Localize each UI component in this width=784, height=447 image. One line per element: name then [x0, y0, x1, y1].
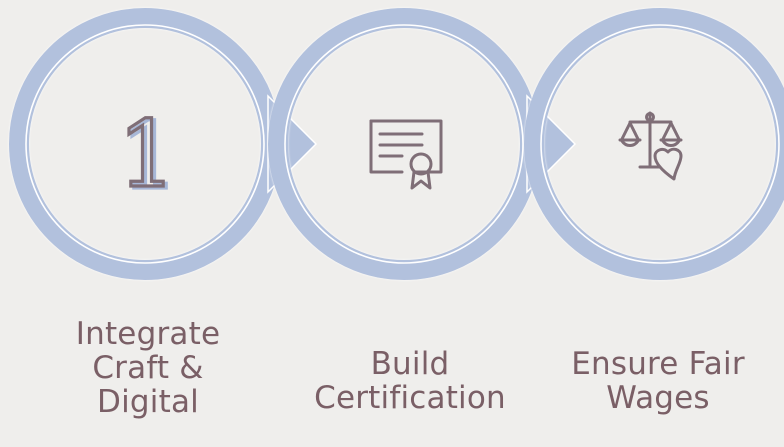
step-3-caption-line-2: Wages — [606, 380, 710, 416]
step-1-caption-line-1: Integrate — [75, 316, 221, 352]
scales-heart-icon — [618, 111, 683, 181]
step-2-caption-line-1: Build — [370, 346, 450, 382]
number-one-icon: 1 — [118, 101, 177, 208]
step-1-node: 1 — [9, 8, 281, 280]
step-2-ring-highlight — [284, 24, 524, 264]
step-2-caption: Build Certification — [287, 347, 533, 415]
step-2-caption-line-2: Certification — [314, 380, 506, 416]
step-1-ring-highlight — [25, 24, 265, 264]
step-1-caption-line-2: Craft & — [92, 350, 204, 386]
certificate-icon — [369, 119, 443, 190]
step-3-node — [524, 8, 784, 280]
step-1-caption: Integrate Craft & Digital — [50, 317, 246, 419]
step-3-caption: Ensure Fair Wages — [540, 347, 776, 415]
step-3-ring — [524, 8, 784, 280]
step-3-caption-line-1: Ensure Fair — [571, 346, 745, 382]
step-1-caption-line-3: Digital — [97, 384, 199, 420]
step-3-ring-highlight — [540, 24, 780, 264]
